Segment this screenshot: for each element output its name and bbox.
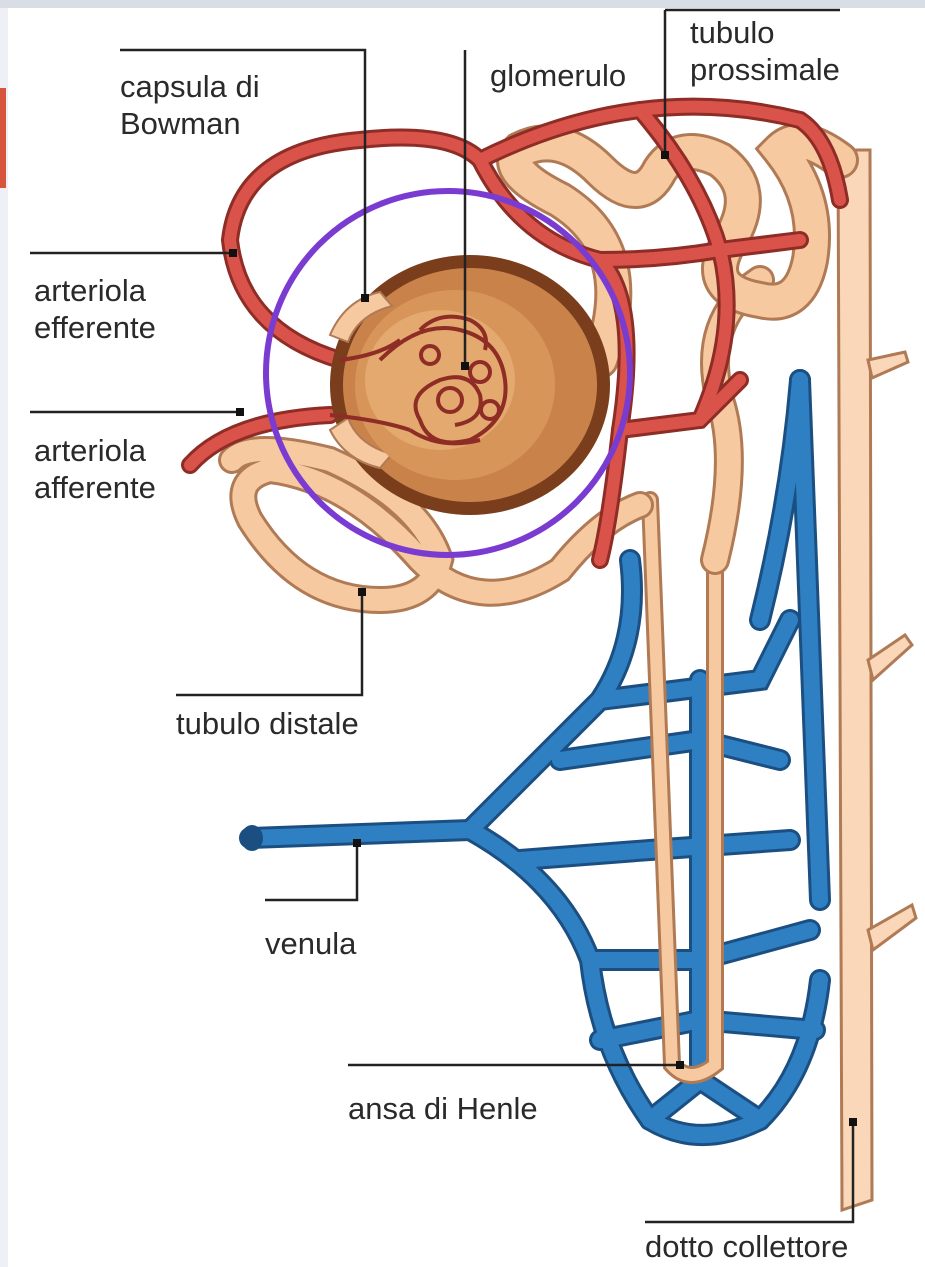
- label-capsula-line1: capsula di: [120, 68, 260, 105]
- label-tubulo-prossimale: tubulo prossimale: [690, 14, 840, 88]
- label-venula: venula: [265, 925, 356, 962]
- label-capsula-line2: Bowman: [120, 105, 260, 142]
- label-tubulo-prossimale-line2: prossimale: [690, 51, 840, 88]
- label-arteriola-efferente-line1: arteriola: [34, 272, 156, 309]
- label-ansa-henle: ansa di Henle: [348, 1090, 538, 1127]
- label-arteriola-afferente: arteriola afferente: [34, 432, 156, 506]
- label-tubulo-distale: tubulo distale: [176, 705, 359, 742]
- label-arteriola-afferente-line2: afferente: [34, 469, 156, 506]
- label-arteriola-afferente-line1: arteriola: [34, 432, 156, 469]
- label-capsula-bowman: capsula di Bowman: [120, 68, 260, 142]
- label-tubulo-prossimale-line1: tubulo: [690, 14, 840, 51]
- capsula-bowman-shape: [330, 255, 610, 515]
- label-ansa-henle-text: ansa di Henle: [348, 1090, 538, 1127]
- label-glomerulo-text: glomerulo: [490, 57, 626, 94]
- label-dotto-collettore: dotto collettore: [645, 1228, 848, 1265]
- label-tubulo-distale-text: tubulo distale: [176, 705, 359, 742]
- label-arteriola-efferente-line2: efferente: [34, 309, 156, 346]
- label-arteriola-efferente: arteriola efferente: [34, 272, 156, 346]
- dotto-collettore-shape: [838, 150, 916, 1210]
- label-glomerulo: glomerulo: [490, 57, 626, 94]
- label-dotto-collettore-text: dotto collettore: [645, 1228, 848, 1265]
- label-venula-text: venula: [265, 925, 356, 962]
